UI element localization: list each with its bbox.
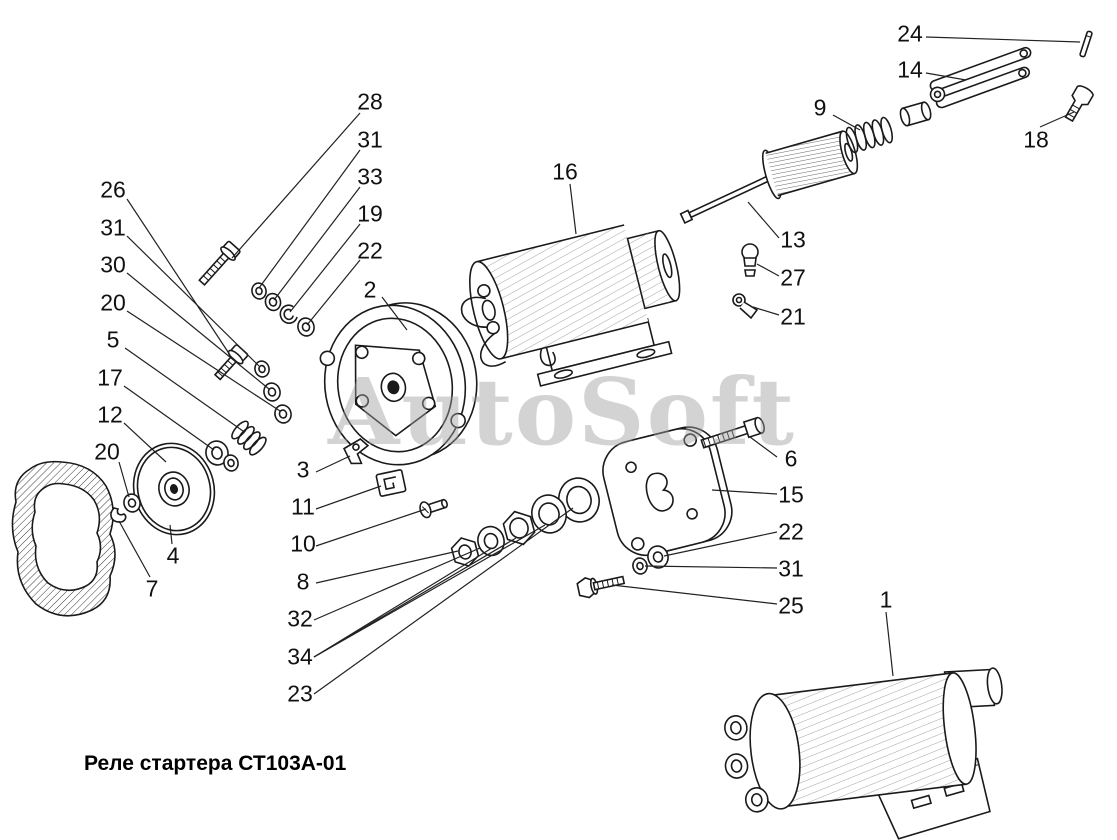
leader-line-25	[611, 584, 778, 605]
leader-line-17	[123, 385, 215, 451]
drive-lever-fork	[929, 46, 1032, 109]
leader-line-31	[126, 235, 260, 367]
leader-line-18	[1039, 111, 1075, 128]
washer-17	[205, 440, 229, 466]
washer-e	[264, 292, 282, 312]
leader-line-28	[231, 112, 361, 259]
leader-line-22	[663, 531, 778, 557]
leader-line-1	[885, 611, 894, 677]
snap-ring	[279, 304, 298, 324]
leader-line-4	[169, 524, 173, 545]
leader-line-20	[126, 310, 281, 412]
bolt-long	[198, 240, 241, 286]
leader-lines	[118, 36, 1081, 695]
spring-seat	[899, 101, 932, 127]
leader-line-22	[306, 259, 361, 326]
leader-line-extra-1	[313, 547, 493, 658]
pivot-bolt	[1064, 85, 1094, 123]
bolt-short	[213, 344, 249, 381]
brush-holder	[375, 469, 407, 497]
contact-nuts-washers	[450, 477, 600, 567]
leader-line-8	[315, 550, 459, 584]
leader-line-extra-0	[313, 524, 546, 658]
leader-line-31	[258, 149, 361, 289]
lever-pin	[1079, 30, 1093, 58]
contact-bolt	[741, 243, 759, 277]
leader-line-26	[126, 198, 231, 356]
gasket	[11, 460, 116, 617]
terminal-lug	[732, 293, 759, 320]
leader-line-15	[711, 489, 778, 495]
washer-d	[251, 282, 267, 300]
leader-line-3	[315, 455, 351, 473]
leader-line-32	[313, 547, 481, 621]
leader-line-13	[747, 201, 780, 239]
solenoid-body	[460, 224, 681, 387]
lock-clip	[110, 507, 127, 523]
cover-bolt	[700, 416, 765, 449]
leader-line-9	[832, 114, 861, 131]
leader-line-30	[126, 272, 270, 390]
washer-small-left	[123, 493, 141, 513]
plunger-core	[761, 130, 859, 200]
washer-b	[263, 382, 281, 402]
leader-line-5	[124, 347, 244, 432]
plate-bolt	[576, 575, 626, 599]
leader-line-23	[313, 507, 574, 695]
diagram-caption: Реле стартера СТ103А-01	[84, 752, 347, 775]
leader-line-12	[123, 422, 167, 463]
end-cover-plate	[602, 426, 733, 557]
leader-line-10	[315, 508, 427, 547]
return-spring	[845, 116, 894, 154]
leader-line-14	[925, 72, 967, 81]
leader-line-16	[569, 183, 577, 235]
spring-coil	[231, 420, 267, 456]
leader-line-7	[118, 520, 151, 578]
washer-17b	[223, 454, 239, 472]
leader-line-31	[644, 565, 778, 569]
washer-h	[632, 557, 648, 575]
assembled-relay	[724, 667, 1003, 840]
relay-housing-cover	[319, 302, 478, 466]
washer-c	[274, 404, 292, 424]
leader-line-33	[273, 186, 361, 301]
screw-small	[419, 498, 448, 519]
leader-line-27	[756, 263, 780, 277]
drive-disc	[132, 442, 216, 536]
leader-line-6	[749, 436, 778, 458]
leader-line-11	[315, 485, 382, 510]
leader-line-24	[925, 36, 1081, 43]
washer-g	[647, 545, 669, 569]
leader-line-21	[752, 306, 780, 316]
leader-line-19	[289, 223, 361, 313]
leader-line-20	[118, 461, 130, 498]
washer-f	[297, 317, 315, 337]
terminal-studs	[724, 715, 769, 813]
bracket-clamp	[342, 438, 370, 465]
leader-line-2	[381, 296, 408, 331]
